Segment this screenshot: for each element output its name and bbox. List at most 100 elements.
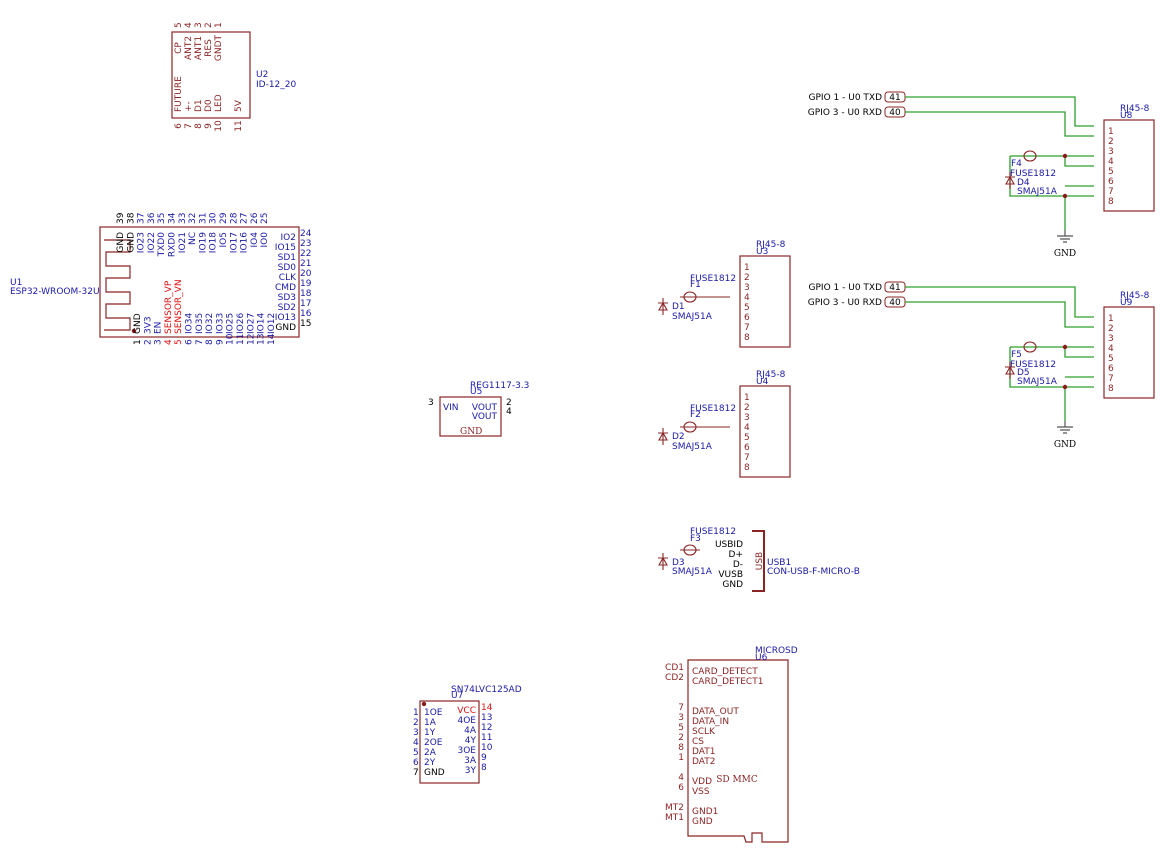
u7-pin-number: 3 [413,728,419,738]
u6-pin-number: MT2 [665,803,684,813]
u9-body [1103,306,1155,399]
u1-pin-name: CLK [279,273,297,283]
u5-ref: U5 [470,387,482,397]
u9-fuse-ref: F5 [1011,350,1022,360]
u7-pin-name: 4OE [458,716,477,726]
u1-pin-name: IO23 [137,232,147,253]
u3-ref: U3 [756,247,768,257]
u9-ground: GND [1054,421,1076,450]
u3-pin-number: 5 [744,303,750,313]
u7-pin-number: 4 [413,738,419,748]
u1-pin-name: EN [154,322,164,334]
u6-body [687,659,789,843]
u7-pin-number: 6 [413,758,419,768]
u2-pin-number: 8 [194,123,204,129]
pin1-marker [421,701,427,707]
u2-pin-number: 2 [204,22,214,28]
u5-pin-number: 2 [506,398,512,408]
u3-diode-value: SMAJ51A [672,312,713,322]
u1-pin-number: 30 [209,212,219,224]
u1-pin-name: IO12 [267,313,277,334]
u7-value: SN74LVC125AD [451,685,522,695]
u8-pin-number: 7 [1108,187,1114,197]
u2-pin-name: D0 [204,99,214,112]
u1-pin-number: 14 [267,333,277,345]
u1-pin-number: 9 [215,339,225,345]
u1-pin-number: 20 [300,269,312,279]
u1-pin-name: SD2 [278,303,296,313]
u7-pin-number: 11 [481,733,492,743]
u4-diode-value: SMAJ51A [672,442,713,452]
u6-pin-name: VSS [692,787,710,797]
u1-pin-name: IO19 [198,232,208,253]
u7-pin-number: 14 [481,703,493,713]
u9-tx-label: GPIO 1 - U0 TXD [809,283,883,293]
u2-pin-name: FUTURE [174,76,184,112]
u7-pin-name: 1Y [424,728,436,738]
u8-fuse-ref: F4 [1011,159,1022,169]
u8-pin-number: 6 [1108,177,1114,187]
u9-pin-number: 3 [1108,334,1114,344]
u5-value: REG1117-3.3 [470,381,529,391]
u1-pin-number: 17 [300,299,311,309]
u3-pin-number: 1 [744,263,750,273]
u6-pin-number: CD1 [665,663,684,673]
junction-dot [1062,193,1068,199]
u5-gnd-label: GND [460,427,482,437]
u4-body [739,385,791,478]
u9-pin-number: 2 [1108,324,1114,334]
u9-diode-ref: D5 [1017,368,1030,378]
u8-rx-wire [905,111,1094,137]
u9-pin-number: 4 [1108,344,1114,354]
u7-body [419,700,480,784]
u8-ref: U8 [1120,111,1133,121]
u5-body [439,396,502,437]
usb1-diode-ref: D3 [672,558,685,568]
u1-pin-name: SD0 [278,263,297,273]
u1-pin-number: 22 [300,249,311,259]
net-label-pin: 40 [889,298,901,308]
u4-pin-number: 3 [744,413,750,423]
u1-pin-number: 33 [178,213,188,224]
u1-pin-number: 23 [300,239,311,249]
u2-id12-module: 5CP4ANT23ANT12RES1GNDT6FUTURE7+-8D19D010… [171,22,297,132]
junction-dot [1062,384,1068,390]
u1-pin-name: IO27 [246,313,256,334]
u1-pin-number: 39 [116,212,126,224]
u2-pin-number: 3 [194,22,204,28]
u6-pin-name: GND [692,817,713,827]
u3-fuse-value: FUSE1812 [690,274,736,284]
u1-pin-number: 15 [300,319,311,329]
u1-pin-number: 37 [137,213,147,224]
u2-pin-number: 9 [204,123,214,129]
usb1-body [752,530,765,592]
u2-pin-number: 11 [234,120,244,131]
u8-pin-number: 5 [1108,167,1114,177]
pin1-marker [131,328,137,334]
u1-pin-name: GND [275,323,296,333]
u7-pin-number: 1 [413,708,419,718]
gnd-label: GND [1054,249,1076,259]
u6-pin-name: CARD_DETECT1 [692,677,763,687]
tvs-diode-icon [658,553,668,570]
u8-tx-wire [905,96,1094,127]
u1-pin-number: 28 [229,212,239,224]
u2-pin-number: 4 [184,22,194,28]
u4-pin-number: 5 [744,433,750,443]
u1-pin-number: 12 [246,334,256,345]
u3-diode-ref: D1 [672,302,685,312]
u6-pin-number: 2 [678,733,684,743]
u7-pin-name: 3Y [465,766,477,776]
u6-value: MICROSD [755,646,798,656]
u4-pin-number: 1 [744,393,750,403]
u2-pin-name: ANT1 [194,36,204,60]
u2-pin-name: LED [214,94,224,112]
u4-value: RJ45-8 [756,370,786,380]
u8-wire [1064,156,1094,167]
u6-pin-number: 6 [678,783,684,793]
u2-pin-number: 5 [174,22,184,28]
u1-pin-name: IO34 [185,313,195,334]
